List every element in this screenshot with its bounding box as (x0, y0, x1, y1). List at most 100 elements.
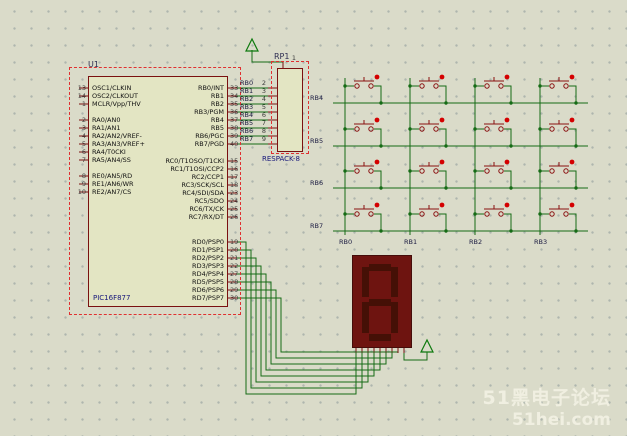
pin-label: OSC1/CLKIN (92, 84, 132, 92)
keypad-button-r4c1[interactable] (343, 202, 383, 233)
button-actuator-dot[interactable] (504, 74, 510, 80)
display-wire-rd6 (237, 289, 393, 359)
button-actuator-dot[interactable] (569, 159, 575, 165)
junction-dot-icon (574, 101, 578, 105)
keypad-button-r4c2[interactable] (408, 202, 448, 233)
button-actuator-dot[interactable] (374, 202, 380, 208)
pin-label: RD6/PSP6 (192, 286, 224, 294)
button-lead[interactable] (374, 170, 382, 188)
button-lead[interactable] (439, 128, 447, 146)
power-terminal-up-icon[interactable] (420, 338, 434, 353)
junction-dot-icon (509, 229, 513, 233)
junction-dot-icon (473, 127, 477, 131)
rp1-pin-number: 3 (261, 87, 266, 95)
button-lead[interactable] (504, 85, 512, 103)
keypad-button-r2c3[interactable] (473, 117, 513, 148)
button-lead[interactable] (569, 170, 577, 188)
watermark: 51黑电子论坛 51hei.com (483, 383, 611, 430)
keypad-button-r1c1[interactable] (343, 74, 383, 105)
button-actuator-dot[interactable] (374, 117, 380, 123)
keypad-button-r1c4[interactable] (538, 74, 578, 105)
button-actuator-dot[interactable] (504, 159, 510, 165)
junction-dot-icon (379, 144, 383, 148)
button-lead[interactable] (504, 170, 512, 188)
button-lead[interactable] (439, 213, 447, 231)
button-contact-icon (563, 83, 569, 89)
junction-dot-icon (509, 144, 513, 148)
button-actuator-dot[interactable] (439, 74, 445, 80)
button-actuator-dot[interactable] (504, 117, 510, 123)
keypad-button-r1c2[interactable] (408, 74, 448, 105)
button-lead[interactable] (374, 128, 382, 146)
junction-dot-icon (538, 127, 542, 131)
pin-number: 4 (81, 132, 86, 140)
button-lead[interactable] (374, 85, 382, 103)
button-lead[interactable] (569, 213, 577, 231)
resistor-pack-rp1[interactable] (277, 68, 303, 152)
segment-b (391, 267, 398, 297)
button-contact-icon (368, 168, 374, 174)
pin-label: RD5/PSP5 (192, 278, 224, 286)
net-label-RB6: RB6 (310, 179, 324, 187)
keypad-button-r1c3[interactable] (473, 74, 513, 105)
watermark-line1: 51黑电子论坛 (482, 387, 611, 409)
pin-label: RB5 (210, 124, 224, 132)
button-actuator-dot[interactable] (569, 117, 575, 123)
pin-label: RB2 (210, 100, 224, 108)
junction-dot-icon (408, 84, 412, 88)
button-actuator-dot[interactable] (439, 159, 445, 165)
u1-part-number: PIC16F877 (93, 294, 131, 302)
pin-label: RB0/INT (197, 84, 224, 92)
button-contact-icon (368, 83, 374, 89)
button-actuator-dot[interactable] (504, 202, 510, 208)
pin-number: 20 (230, 246, 239, 254)
pin-number: 26 (230, 213, 239, 221)
pin-label: RC7/RX/DT (188, 213, 224, 221)
button-lead[interactable] (504, 128, 512, 146)
button-lead[interactable] (439, 85, 447, 103)
keypad-button-r2c1[interactable] (343, 117, 383, 148)
junction-dot-icon (444, 186, 448, 190)
button-contact-icon (354, 168, 360, 174)
button-actuator-dot[interactable] (569, 74, 575, 80)
segment-f (362, 267, 369, 297)
button-lead[interactable] (374, 213, 382, 231)
button-contact-icon (419, 83, 425, 89)
rp1-pin-number: 5 (261, 103, 266, 111)
seven-segment-display[interactable] (352, 255, 412, 348)
keypad-button-r2c2[interactable] (408, 117, 448, 148)
keypad-button-r2c4[interactable] (538, 117, 578, 148)
keypad-button-r4c3[interactable] (473, 202, 513, 233)
button-actuator-dot[interactable] (439, 202, 445, 208)
button-actuator-dot[interactable] (374, 159, 380, 165)
net-label-RB7: RB7 (240, 135, 254, 143)
button-contact-icon (433, 211, 439, 217)
keypad-button-r3c2[interactable] (408, 159, 448, 190)
pin-number: 36 (230, 108, 239, 116)
junction-dot-icon (538, 169, 542, 173)
button-actuator-dot[interactable] (569, 202, 575, 208)
button-actuator-dot[interactable] (439, 117, 445, 123)
button-lead[interactable] (569, 85, 577, 103)
keypad-button-r3c1[interactable] (343, 159, 383, 190)
keypad-button-r4c4[interactable] (538, 202, 578, 233)
junction-dot-icon (444, 144, 448, 148)
pin-label: RB3/PGM (194, 108, 224, 116)
button-actuator-dot[interactable] (374, 74, 380, 80)
keypad-button-r3c3[interactable] (473, 159, 513, 190)
rp1-pin-number: 4 (261, 95, 266, 103)
button-contact-icon (563, 168, 569, 174)
button-lead[interactable] (439, 170, 447, 188)
power-terminal-up-icon[interactable] (245, 37, 259, 52)
button-contact-icon (368, 126, 374, 132)
button-lead[interactable] (504, 213, 512, 231)
pin-number: 15 (230, 157, 239, 165)
keypad-button-r3c4[interactable] (538, 159, 578, 190)
button-lead[interactable] (569, 128, 577, 146)
